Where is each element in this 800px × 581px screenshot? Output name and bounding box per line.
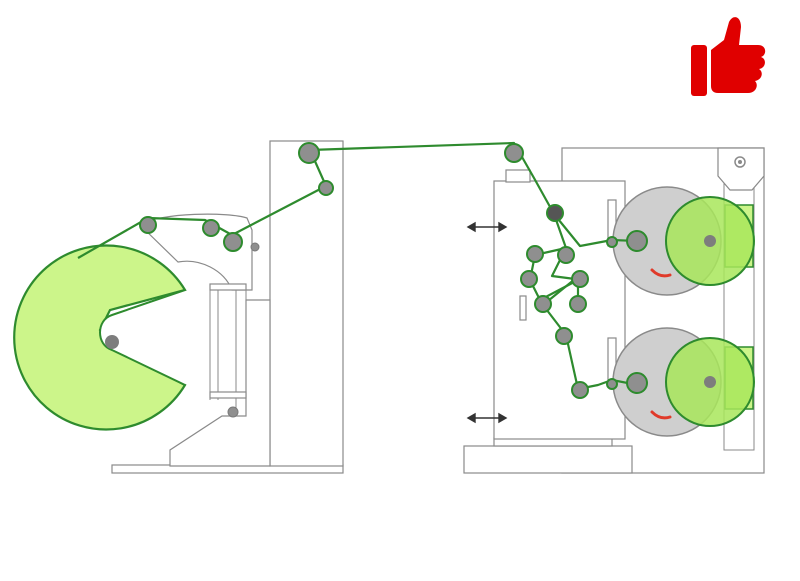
unwind-hub (105, 335, 119, 349)
lower-rewind-unit (612, 327, 755, 437)
unwind-station (111, 140, 344, 474)
dancer-roller (520, 270, 538, 288)
center-tower (493, 180, 626, 440)
upper-rewind-unit (612, 186, 755, 296)
idler-roller (250, 242, 260, 252)
right-base (463, 445, 633, 474)
double-arrow-icon (466, 221, 508, 233)
left-frame-plate (269, 140, 344, 467)
roller-arm-housing (139, 213, 253, 291)
thumbs-up-icon[interactable] (691, 17, 766, 96)
idler-roller (227, 406, 239, 418)
idler-roller (202, 219, 220, 237)
idler-roller (606, 236, 618, 248)
idler-roller (571, 381, 589, 399)
dancer-roller (557, 246, 575, 264)
rotation-arrow-icon (650, 268, 672, 278)
nip-roller (626, 372, 648, 394)
idler-roller (504, 143, 524, 163)
idler-roller (139, 216, 157, 234)
idler-roller (318, 180, 334, 196)
unwind-roll (13, 244, 187, 431)
nip-roller (626, 230, 648, 252)
dancer-roller (571, 270, 589, 288)
dancer-roller (555, 327, 573, 345)
idler-roller (223, 232, 243, 252)
dancer-roller (534, 295, 552, 313)
idler-roller (606, 378, 618, 390)
dancer-roller (569, 295, 587, 313)
double-arrow-icon (466, 412, 508, 424)
dancer-roller (526, 245, 544, 263)
idler-roller (298, 142, 320, 164)
idler-roller (546, 204, 564, 222)
rotation-arrow-icon (650, 410, 672, 420)
idler-rollers (139, 142, 648, 418)
